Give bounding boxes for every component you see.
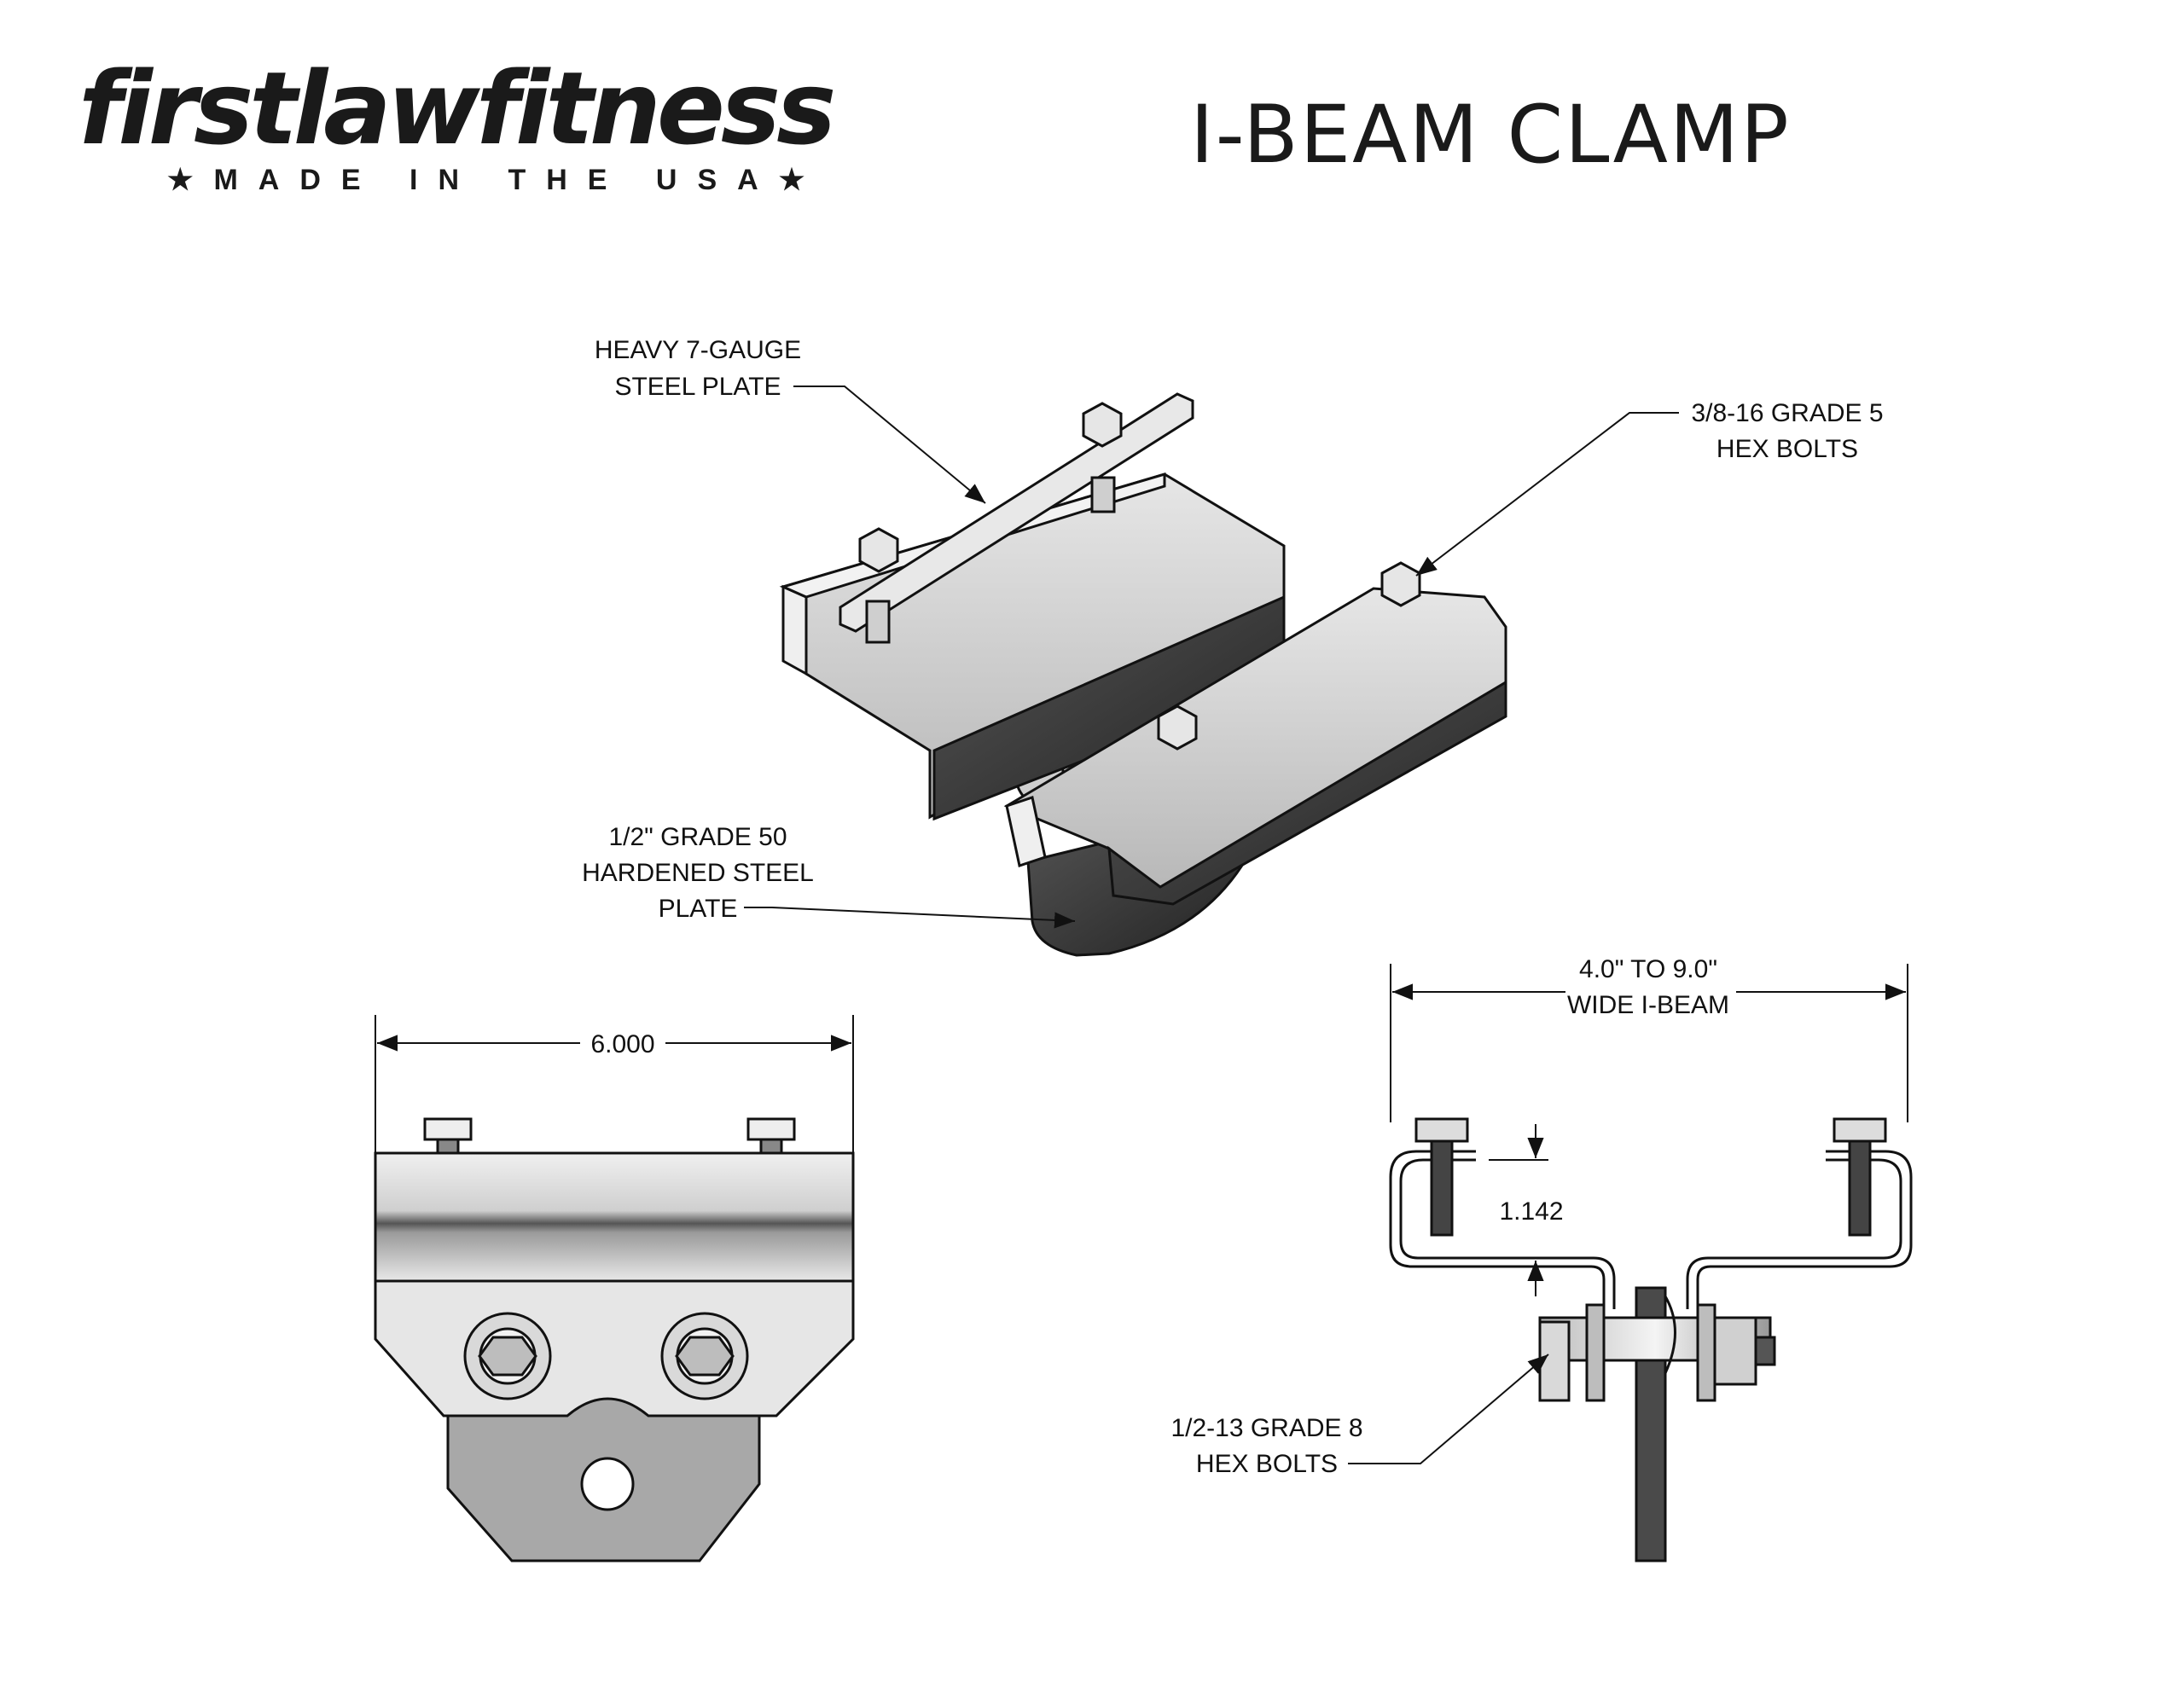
logo-wordmark: firstlawfitness (78, 49, 834, 167)
callout-steel-plate-line1: HEAVY 7-GAUGE (595, 336, 801, 364)
callout-hardened-plate: 1/2" GRADE 50 HARDENED STEEL PLATE (582, 823, 1076, 929)
hex-bolt-icon (423, 1117, 796, 1155)
top-steel-plate (374, 1279, 855, 1417)
callout-steel-plate: HEAVY 7-GAUGE STEEL PLATE (595, 336, 986, 504)
right-channel-side (1107, 680, 1507, 906)
anchor-hole (580, 1457, 635, 1511)
dimension-beam-width-line2: WIDE I-BEAM (1567, 991, 1729, 1019)
front-view: 6.000 (374, 1015, 855, 1562)
threaded-rod-icon (865, 476, 1116, 644)
hex-bolt-icon (1414, 1117, 1887, 1237)
side-view: 4.0" TO 9.0" WIDE I-BEAM 1.142 (1389, 955, 1913, 1562)
logo-tagline: ★MADE IN THE USA★ (167, 164, 825, 196)
left-channel-lip (781, 584, 808, 676)
right-channel-lip (1005, 796, 1047, 867)
callout-hex-bolts-3-8-line2: HEX BOLTS (1716, 435, 1858, 463)
right-channel-outline (1696, 1150, 1913, 1309)
callout-steel-plate-line2: STEEL PLATE (614, 373, 781, 401)
channel-bar (374, 1151, 855, 1283)
callout-hex-bolts-3-8-line1: 3/8-16 GRADE 5 (1691, 399, 1883, 427)
page-title: I-BEAM CLAMP (1190, 89, 1791, 182)
callout-hardened-plate-line1: 1/2" GRADE 50 (608, 823, 787, 851)
callout-hardened-plate-line3: PLATE (659, 895, 738, 923)
brand-logo: firstlawfitness ★MADE IN THE USA★ (78, 49, 838, 196)
callout-hex-bolts-3-8: 3/8-16 GRADE 5 HEX BOLTS (1415, 399, 1884, 577)
callout-hardened-plate-line2: HARDENED STEEL (582, 859, 814, 887)
bolt-head (1538, 1320, 1571, 1402)
dimension-flange-gap: 1.142 (1499, 1197, 1563, 1226)
hex-bolt-icon (1157, 561, 1421, 751)
callout-hex-bolts-1-2-line2: HEX BOLTS (1196, 1450, 1338, 1478)
nut-icon (1713, 1316, 1757, 1386)
top-steel-plate (839, 392, 1194, 633)
left-channel-outline (1389, 1150, 1606, 1309)
dimension-width: 6.000 (590, 1030, 654, 1058)
isometric-view (779, 392, 1507, 957)
hex-bolt-icon (858, 402, 1123, 573)
callout-hex-bolts-1-2-line1: 1/2-13 GRADE 8 (1170, 1414, 1362, 1442)
nut-icon (463, 1312, 749, 1400)
dimension-beam-width-line1: 4.0" TO 9.0" (1579, 955, 1717, 983)
callout-hex-bolts-1-2: 1/2-13 GRADE 8 HEX BOLTS (1170, 1354, 1549, 1478)
